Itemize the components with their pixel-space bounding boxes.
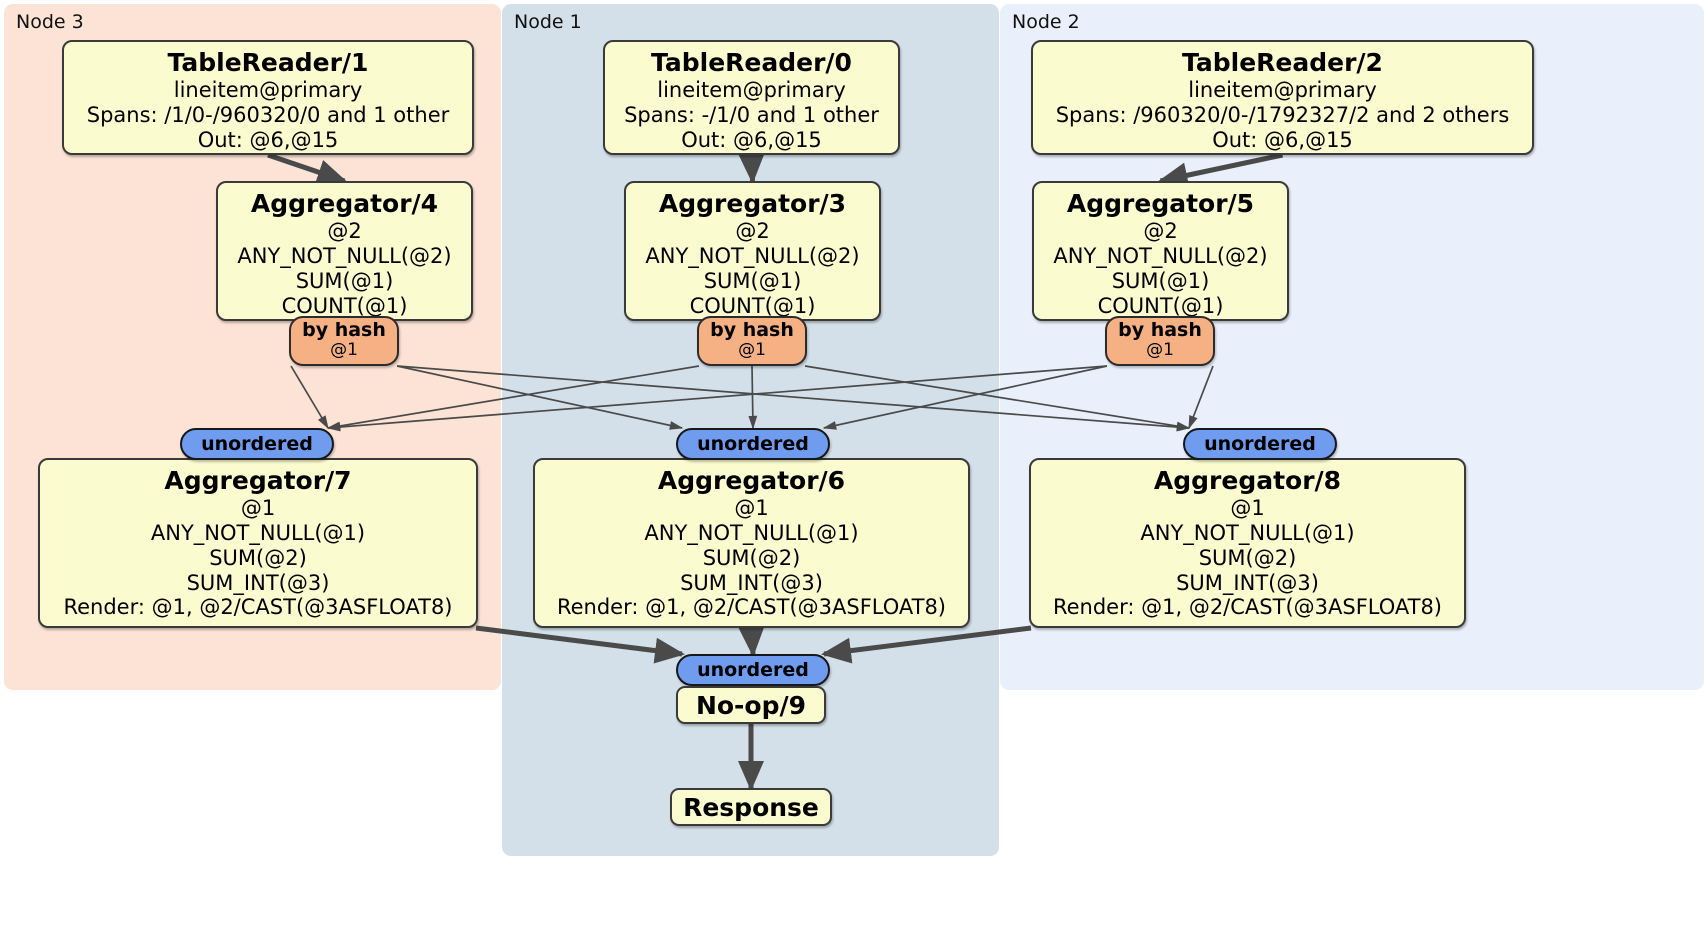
processor-detail-line: lineitem@primary: [173, 78, 363, 103]
by-hash-label: by hash: [1118, 319, 1202, 341]
processor-detail-line: Out: @6,@15: [1212, 127, 1353, 152]
by-hash-column: @1: [330, 339, 358, 360]
processor-title: TableReader/0: [651, 48, 852, 77]
box-noop-9[interactable]: No-op/9: [676, 686, 826, 724]
unordered-label: unordered: [201, 433, 313, 455]
node-panel-label-node1: Node 1: [514, 11, 582, 33]
unordered-badge-unordered-9[interactable]: unordered: [676, 654, 830, 686]
node-panel-label-node2: Node 2: [1012, 11, 1080, 33]
processor-title: TableReader/1: [167, 48, 369, 77]
by-hash-badge-by-hash-4[interactable]: by hash@1: [289, 316, 399, 366]
box-label: No-op/9: [695, 690, 807, 720]
processor-detail-line: Out: @6,@15: [681, 127, 822, 152]
processor-title: Aggregator/3: [658, 189, 847, 218]
box-response[interactable]: Response: [670, 788, 832, 826]
processor-detail-line: @2: [735, 219, 770, 244]
processor-detail-line: Render: @1, @2/CAST(@3ASFLOAT8): [556, 595, 947, 620]
processor-detail-line: Spans: /960320/0-/1792327/2 and 2 others: [1055, 103, 1510, 128]
processor-detail-line: lineitem@primary: [657, 78, 846, 103]
by-hash-label: by hash: [710, 319, 794, 341]
processor-detail-line: @1: [240, 496, 276, 521]
by-hash-badge-by-hash-5[interactable]: by hash@1: [1105, 316, 1215, 366]
processor-detail-line: Spans: -/1/0 and 1 other: [624, 103, 879, 128]
processor-title: Aggregator/4: [250, 189, 439, 218]
unordered-badge-unordered-7[interactable]: unordered: [180, 428, 334, 460]
processor-detail-line: SUM(@2): [209, 545, 307, 570]
processor-detail-line: ANY_NOT_NULL(@2): [237, 244, 452, 269]
processor-detail-line: Render: @1, @2/CAST(@3ASFLOAT8): [1052, 595, 1443, 620]
processor-detail-line: ANY_NOT_NULL(@1): [1140, 521, 1355, 546]
processor-title: Aggregator/8: [1153, 466, 1342, 495]
processor-detail-line: ANY_NOT_NULL(@2): [1053, 244, 1268, 269]
processor-title: Aggregator/6: [657, 466, 846, 495]
processor-title: TableReader/2: [1182, 48, 1383, 77]
processor-detail-line: lineitem@primary: [1188, 78, 1377, 103]
box-label: Response: [683, 792, 819, 822]
processor-detail-line: SUM(@1): [703, 268, 802, 293]
processor-detail-line: SUM(@2): [702, 545, 801, 570]
processor-detail-line: SUM_INT(@3): [680, 570, 823, 595]
processor-detail-line: ANY_NOT_NULL(@1): [150, 521, 366, 546]
processor-detail-line: COUNT(@1): [1097, 293, 1224, 318]
by-hash-column: @1: [1146, 339, 1174, 360]
node-panel-label-node3: Node 3: [16, 11, 84, 33]
processor-detail-line: SUM_INT(@3): [1176, 570, 1319, 595]
unordered-label: unordered: [1204, 433, 1316, 455]
unordered-badge-unordered-8[interactable]: unordered: [1183, 428, 1337, 460]
processor-detail-line: Spans: /1/0-/960320/0 and 1 other: [86, 103, 450, 128]
processor-detail-line: COUNT(@1): [689, 293, 816, 318]
processor-detail-line: ANY_NOT_NULL(@1): [644, 521, 859, 546]
processor-detail-line: Render: @1, @2/CAST(@3ASFLOAT8): [63, 595, 453, 620]
processor-detail-line: @2: [327, 219, 362, 244]
processor-detail-line: SUM(@2): [1198, 545, 1297, 570]
by-hash-column: @1: [738, 339, 766, 360]
processor-detail-line: SUM_INT(@3): [186, 570, 330, 595]
processor-detail-line: @1: [1230, 496, 1265, 521]
processor-detail-line: SUM(@1): [1111, 268, 1210, 293]
by-hash-badge-by-hash-3[interactable]: by hash@1: [697, 316, 807, 366]
processor-detail-line: ANY_NOT_NULL(@2): [645, 244, 860, 269]
processor-detail-line: Out: @6,@15: [197, 127, 339, 152]
processor-detail-line: COUNT(@1): [281, 293, 408, 318]
unordered-label: unordered: [697, 659, 809, 681]
unordered-badge-unordered-6[interactable]: unordered: [676, 428, 830, 460]
unordered-label: unordered: [697, 433, 809, 455]
processor-title: Aggregator/5: [1066, 189, 1255, 218]
processor-detail-line: SUM(@1): [295, 268, 394, 293]
by-hash-label: by hash: [302, 319, 386, 341]
processor-detail-line: @1: [734, 496, 769, 521]
processor-detail-line: @2: [1143, 219, 1178, 244]
processor-title: Aggregator/7: [164, 466, 352, 495]
